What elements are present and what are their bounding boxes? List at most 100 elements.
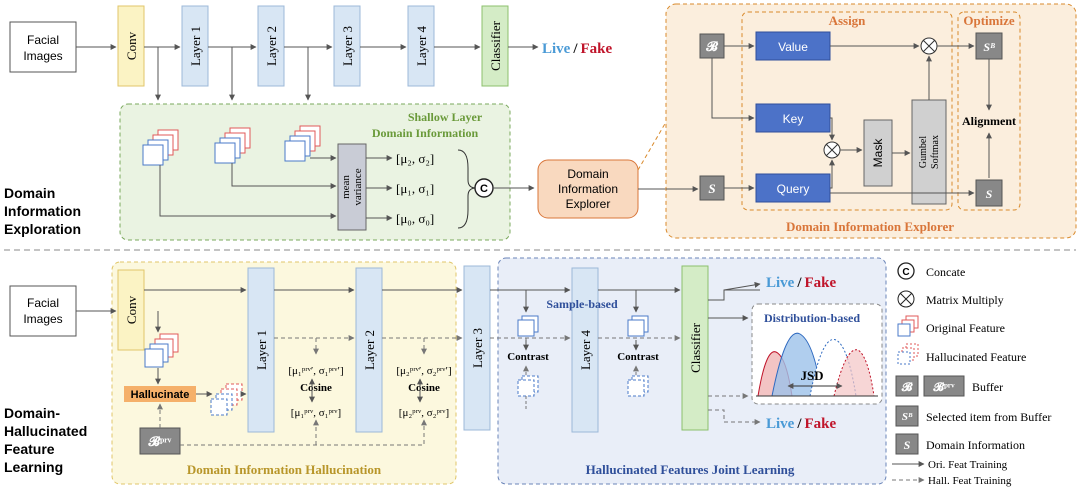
legend-bprv-icon (923, 375, 965, 397)
key-box (755, 103, 831, 133)
layer4-block-top (407, 5, 435, 87)
svg-text:Classifier: Classifier (688, 322, 703, 372)
svg-text:Images: Images (23, 312, 62, 326)
svg-text:Query: Query (777, 182, 810, 196)
section-label-dhfl-4: Learning (4, 459, 63, 475)
section-label-exploration-2: Information (4, 203, 81, 219)
svg-text:Conv: Conv (124, 295, 139, 324)
section-label-exploration-1: Domain (4, 185, 55, 201)
svg-text:Ori. Feat Training: Ori. Feat Training (928, 459, 1008, 471)
layer2-label-top: Layer 2 (264, 26, 279, 66)
legend-concate-icon (897, 262, 915, 280)
svg-text:Hallucinated Feature: Hallucinated Feature (926, 350, 1026, 364)
s-icon-explorer (699, 175, 725, 201)
svg-text:𝓑ᵖʳᵛ: 𝓑ᵖʳᵛ (932, 380, 955, 394)
legend-buffer-icon (895, 375, 919, 397)
sample-based-label: Sample-based (546, 297, 618, 311)
layer1-block-bottom (247, 267, 275, 433)
classifier-label-top: Classifier (488, 20, 503, 70)
buffer-icon-explorer (699, 33, 725, 59)
assign-title: Assign (829, 13, 867, 28)
contrast-feature-original-1 (517, 315, 539, 337)
s-icon-optimize (975, 179, 1003, 207)
svg-text:Layer 4: Layer 4 (578, 329, 593, 370)
cosine-label-1: Cosine (300, 382, 332, 394)
distribution-curves (756, 332, 878, 397)
layer4-label-top: Layer 4 (414, 25, 429, 66)
section-label-dhfl-2: Hallucinated (4, 423, 87, 439)
variance-label: variance (352, 168, 364, 205)
facial-images-label-top-2: Images (23, 49, 62, 63)
facial-images-box-bottom (9, 285, 77, 337)
live-fake-output-bottom-1: Live/Fake (766, 275, 837, 291)
section-label-exploration-3: Exploration (4, 221, 81, 237)
optimize-panel (957, 11, 1021, 211)
shallow-title-1: Shallow Layer (408, 110, 483, 124)
svg-text:Domain Information: Domain Information (926, 438, 1025, 452)
layer3-label-top: Layer 3 (340, 26, 355, 66)
svg-text:Sᴮ: Sᴮ (983, 40, 995, 54)
svg-text:Selected item from Buffer: Selected item from Buffer (926, 410, 1051, 424)
gumbel-softmax-box (911, 99, 947, 205)
mask-box (863, 119, 893, 187)
feature-stack-2 (284, 125, 321, 162)
svg-text:C: C (480, 183, 488, 195)
svg-text:Facial: Facial (27, 296, 59, 310)
conv-block-top (117, 5, 145, 87)
bprv-buffer-icon (139, 427, 181, 455)
svg-text:Key: Key (783, 112, 804, 126)
jsd-label: JSD (800, 368, 823, 383)
feature-stack-0 (142, 129, 179, 166)
stat-mu2: [μ₂, σ₂] (396, 151, 434, 166)
svg-text:S: S (904, 438, 911, 452)
assign-panel (741, 11, 953, 211)
explorer-footer: Domain Information Explorer (786, 219, 954, 234)
layer3-block-top (333, 5, 361, 87)
contrast-label-1: Contrast (507, 351, 549, 363)
layer1-block-top (181, 5, 209, 87)
svg-text:Layer 3: Layer 3 (470, 328, 485, 368)
svg-text:𝓑: 𝓑 (705, 39, 718, 54)
svg-text:Sᴮ: Sᴮ (902, 411, 913, 423)
cosine-label-2: Cosine (408, 382, 440, 394)
section-label-dhfl-1: Domain- (4, 405, 60, 421)
svg-text:Layer 1: Layer 1 (254, 330, 269, 370)
svg-text:Domain: Domain (567, 167, 608, 181)
svg-text:Concate: Concate (926, 265, 965, 279)
conv-label-top: Conv (124, 31, 139, 60)
feature-stack-1 (214, 127, 251, 164)
layer4-block-bottom (571, 267, 599, 433)
legend: C Concate Matrix Multiply Original Featu… (892, 262, 1051, 487)
svg-text:𝓑ᵖʳᵛ: 𝓑ᵖʳᵛ (148, 434, 172, 449)
stat-mu0: [μ₀, σ₀] (396, 211, 434, 226)
svg-text:Value: Value (778, 40, 808, 54)
svg-text:Softmax: Softmax (930, 135, 941, 169)
layer3-block-bottom (463, 265, 491, 431)
layer2-block-top (257, 5, 285, 87)
alignment-label: Alignment (962, 114, 1016, 128)
svg-text:Information: Information (558, 182, 618, 196)
mean-variance-box (337, 143, 367, 231)
original-feature-stack-bottom (144, 333, 179, 368)
live-fake-output-top: Live/Fake (542, 41, 613, 57)
layer1-label-top: Layer 1 (188, 26, 203, 66)
classifier-block-bottom (681, 265, 709, 431)
svg-text:Explorer: Explorer (566, 197, 611, 211)
stats2-top: [μ₂ᵖʳᵛ′, σ₂ᵖʳᵛ′] (396, 365, 451, 377)
svg-text:𝓑: 𝓑 (901, 380, 913, 394)
legend-original-feature-icon (897, 315, 919, 337)
classifier-block-top (481, 5, 509, 87)
conv-block-bottom (117, 269, 145, 351)
svg-text:C: C (902, 267, 909, 278)
optimize-title: Optimize (963, 13, 1014, 28)
stats1-top: [μ₁ᵖʳᵛ′, σ₁ᵖʳᵛ′] (288, 365, 343, 377)
shallow-layer-panel (119, 103, 511, 241)
svg-text:Hall. Feat Training: Hall. Feat Training (928, 475, 1012, 487)
stat-mu1: [μ₁, σ₁] (396, 181, 434, 196)
hfjl-footer: Hallucinated Features Joint Learning (586, 462, 795, 477)
svg-text:Original Feature: Original Feature (926, 321, 1005, 335)
facial-images-label-top-1: Facial (27, 33, 59, 47)
svg-text:S: S (708, 181, 715, 196)
section-label-dhfl-3: Feature (4, 441, 55, 457)
